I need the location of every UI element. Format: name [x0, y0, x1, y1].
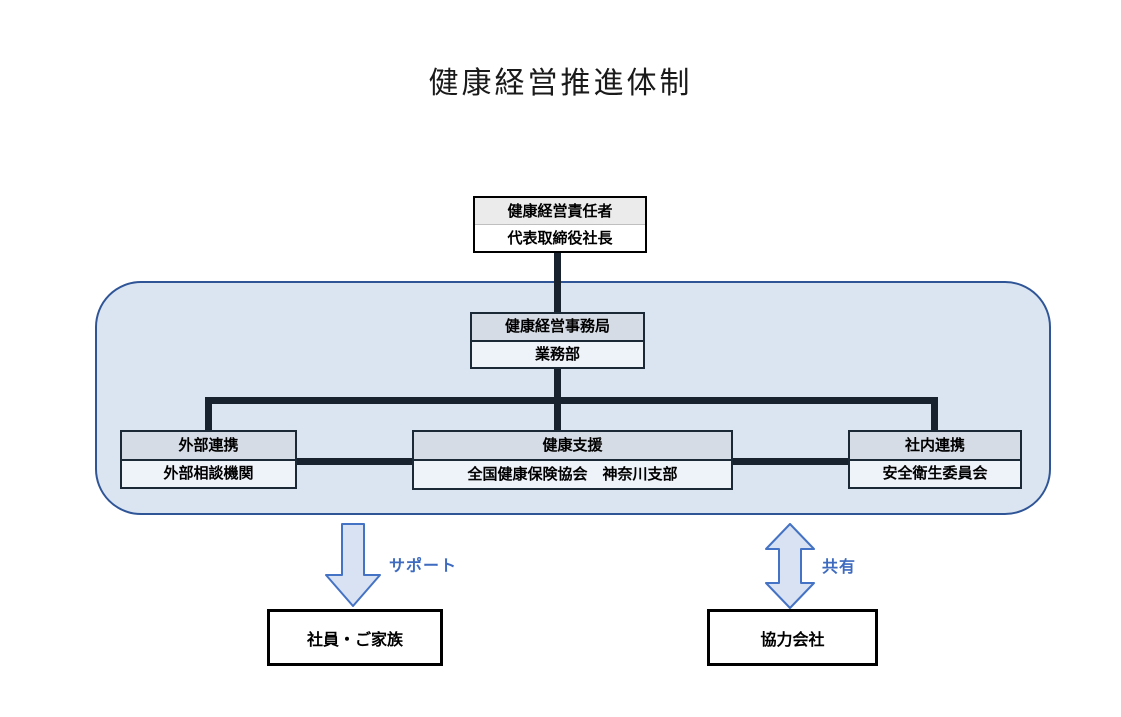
- share-arrow-label: 共有: [822, 559, 857, 576]
- support-arrow-label: サポート: [389, 558, 458, 575]
- page-title: 健康経営推進体制: [428, 67, 693, 100]
- box-body: 安全衛生委員会: [850, 460, 1020, 487]
- box-body: 外部相談機関: [122, 460, 295, 487]
- box-header: 健康経営事務局: [472, 314, 643, 342]
- connector-branch-horizontal: [205, 397, 938, 404]
- box-label: 協力会社: [760, 631, 825, 649]
- connector-center-right: [732, 458, 849, 465]
- box-external-cooperation: 外部連携 外部相談機関: [120, 430, 297, 489]
- box-header: 健康経営責任者: [475, 198, 645, 225]
- box-employees-families: 社員・ご家族: [267, 609, 443, 666]
- box-body: 全国健康保険協会 神奈川支部: [414, 461, 731, 488]
- box-body: 業務部: [472, 341, 643, 367]
- connector-ceo-to-office: [554, 253, 561, 313]
- box-health-support: 健康支援 全国健康保険協会 神奈川支部: [412, 430, 733, 490]
- box-header: 社内連携: [850, 432, 1020, 461]
- box-health-management-office: 健康経営事務局 業務部: [470, 312, 645, 369]
- box-header: 健康支援: [414, 432, 731, 461]
- connector-drop-right: [931, 397, 938, 431]
- connector-drop-left: [205, 397, 212, 431]
- box-body: 代表取締役社長: [475, 225, 645, 251]
- box-header: 外部連携: [122, 432, 295, 461]
- box-health-management-officer: 健康経営責任者 代表取締役社長: [473, 196, 647, 253]
- box-label: 社員・ご家族: [306, 631, 403, 649]
- double-vertical-arrow-icon: [764, 523, 816, 614]
- connector-left-center: [297, 458, 413, 465]
- down-arrow-icon: [325, 523, 381, 612]
- box-partner-companies: 協力会社: [707, 609, 878, 666]
- box-internal-cooperation: 社内連携 安全衛生委員会: [848, 430, 1022, 489]
